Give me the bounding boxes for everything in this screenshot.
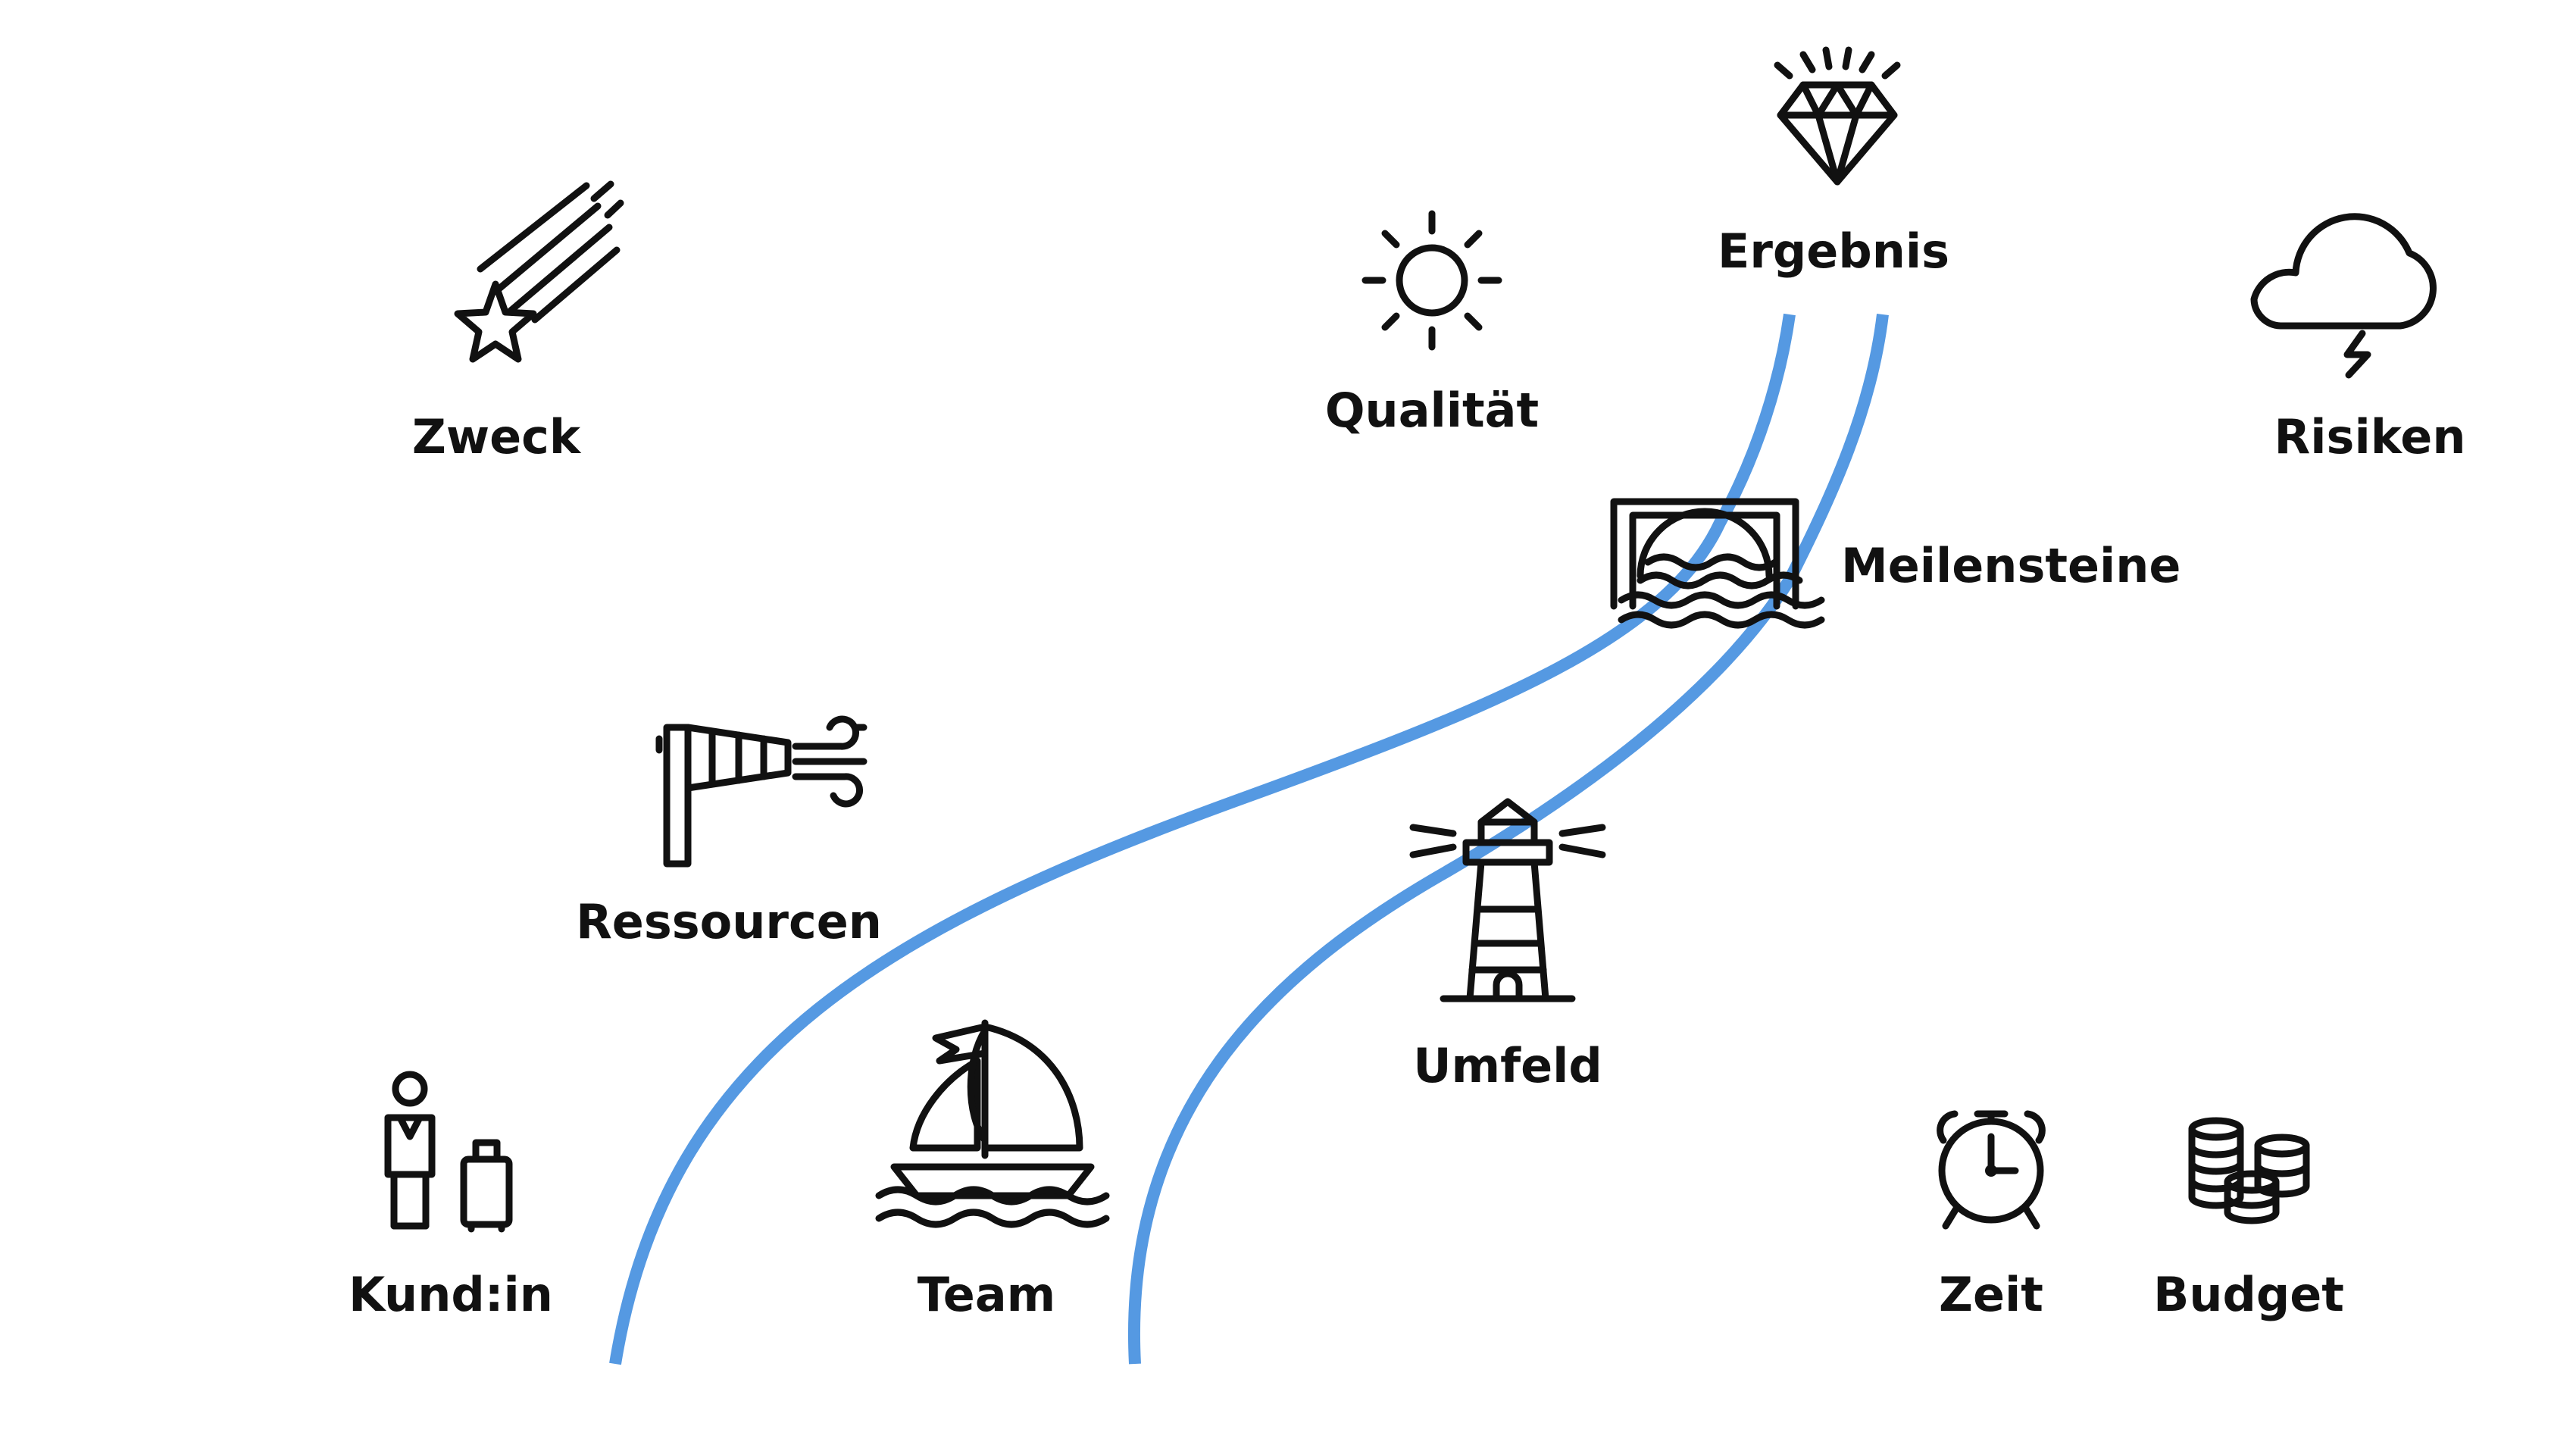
label-kundin: Kund:in xyxy=(349,1267,553,1322)
sun-icon xyxy=(1361,210,1502,351)
label-zweck: Zweck xyxy=(411,409,581,464)
diamond-icon xyxy=(1774,46,1901,186)
coins-icon xyxy=(2188,1117,2310,1224)
label-qualitaet: Qualität xyxy=(1324,383,1540,438)
bridge-icon xyxy=(1610,498,1825,629)
traveler-icon xyxy=(384,1071,513,1233)
label-budget: Budget xyxy=(2153,1267,2344,1322)
storm-cloud-icon xyxy=(2250,213,2437,379)
river-right-bank xyxy=(1127,314,1889,1365)
label-ergebnis: Ergebnis xyxy=(1717,224,1950,279)
label-risiken: Risiken xyxy=(2274,409,2466,464)
label-team: Team xyxy=(917,1267,1056,1322)
lighthouse-icon xyxy=(1409,798,1606,1002)
label-ressourcen: Ressourcen xyxy=(576,894,882,949)
alarm-clock-icon xyxy=(1937,1110,2046,1230)
sailboat-icon xyxy=(875,1019,1110,1228)
windsock-icon xyxy=(655,715,868,868)
label-meilensteine: Meilensteine xyxy=(1841,538,2181,593)
shooting-star-icon xyxy=(454,180,624,363)
label-zeit: Zeit xyxy=(1939,1267,2043,1322)
river-left-bank xyxy=(609,313,1796,1365)
label-umfeld: Umfeld xyxy=(1413,1038,1602,1093)
